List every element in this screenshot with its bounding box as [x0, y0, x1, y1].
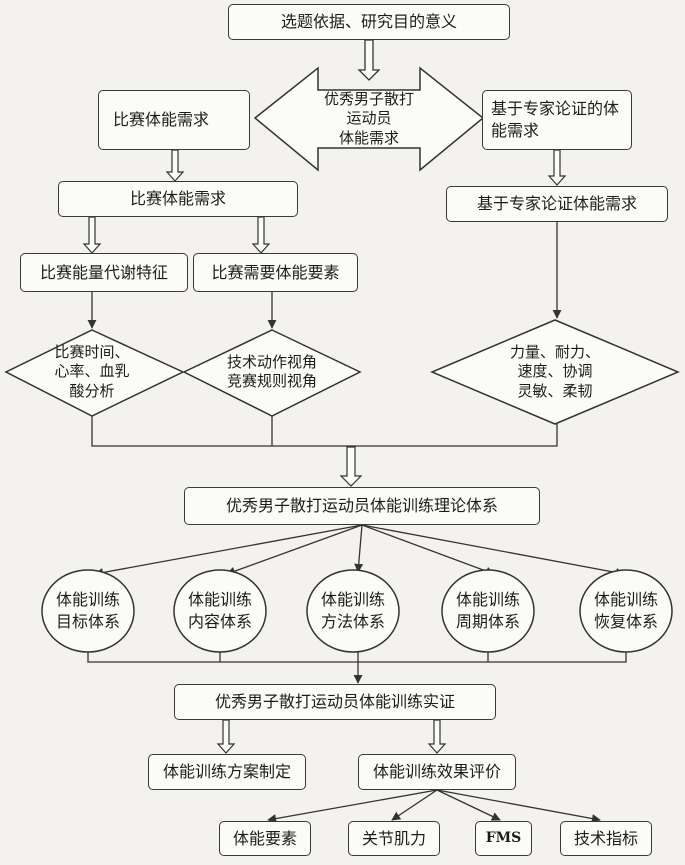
- diamond-middle-text: 技术动作视角 竞赛规则视角: [226, 352, 317, 391]
- indicator-text-4: 技术指标: [573, 828, 638, 848]
- hollow-arrow-left-metabolism: [82, 216, 102, 254]
- title-text: 选题依据、研究目的意义: [280, 12, 457, 32]
- hollow-arrow-left-elements: [251, 216, 271, 254]
- metabolism-box: 比赛能量代谢特征: [20, 253, 188, 292]
- diamond-right: [430, 319, 680, 425]
- diamond-left-text: 比赛时间、 心率、血乳 酸分析: [54, 342, 130, 400]
- hollow-arrow-right-1: [547, 149, 567, 186]
- indicator-box-2: 关节肌力: [348, 821, 440, 856]
- metabolism-text: 比赛能量代谢特征: [39, 262, 168, 282]
- left-second-box: 比赛体能需求: [58, 181, 298, 217]
- elements-text: 比赛需要体能要素: [211, 262, 340, 282]
- plan-text: 体能训练方案制定: [162, 762, 291, 782]
- left-second-text: 比赛体能需求: [129, 189, 226, 209]
- hollow-arrow-left-1: [165, 149, 185, 182]
- eval-arrow-1: [267, 789, 438, 824]
- hollow-arrow-title-to-needs: [357, 39, 381, 81]
- system-text-2: 体能训练 内容体系: [187, 590, 252, 631]
- merge-line: [91, 416, 558, 447]
- eval-arrow-2: [391, 789, 438, 821]
- indicator-box-1: 体能要素: [219, 821, 311, 856]
- eval-arrow-4: [436, 789, 601, 823]
- system-text-1: 体能训练 目标体系: [55, 590, 120, 631]
- diamond-middle-label: 技术动作视角 竞赛规则视角: [210, 342, 334, 402]
- right-needs-text: 基于专家论证的体能需求: [491, 99, 620, 140]
- theory-text: 优秀男子散打运动员体能训练理论体系: [225, 496, 498, 516]
- system-label-2: 体能训练 内容体系: [180, 586, 260, 636]
- diamond-right-text: 力量、耐力、 速度、协调 灵敏、柔韧: [509, 342, 600, 400]
- indicator-text-3: FMS: [485, 830, 522, 847]
- right-second-text: 基于专家论证体能需求: [476, 194, 637, 214]
- indicator-text-1: 体能要素: [232, 828, 297, 848]
- fan-arrow-2: [226, 524, 363, 576]
- indicator-box-4: 技术指标: [560, 821, 652, 856]
- system-label-4: 体能训练 周期体系: [448, 586, 528, 636]
- evaluation-text: 体能训练效果评价: [372, 762, 501, 782]
- evaluation-box: 体能训练效果评价: [358, 754, 516, 790]
- hollow-arrow-to-evaluation: [427, 719, 447, 754]
- right-second-box: 基于专家论证体能需求: [446, 186, 668, 222]
- circle-system-3: [306, 569, 400, 653]
- system-label-3: 体能训练 方法体系: [313, 586, 393, 636]
- circles-merge-line: [87, 652, 627, 663]
- empirical-text: 优秀男子散打运动员体能训练实证: [214, 692, 455, 712]
- elements-box: 比赛需要体能要素: [193, 253, 358, 292]
- fan-arrow-4: [361, 524, 495, 576]
- left-needs-box: 比赛体能需求: [98, 90, 250, 150]
- theory-box: 优秀男子散打运动员体能训练理论体系: [184, 487, 540, 525]
- diamond-right-label: 力量、耐力、 速度、协调 灵敏、柔韧: [490, 334, 620, 410]
- indicator-text-2: 关节肌力: [361, 828, 426, 848]
- center-needs-label: 优秀男子散打运动员 体能需求: [318, 90, 420, 148]
- system-text-5: 体能训练 恢复体系: [593, 590, 658, 631]
- indicator-box-3: FMS: [475, 821, 532, 856]
- fan-arrow-3: [354, 524, 364, 573]
- system-text-3: 体能训练 方法体系: [320, 590, 385, 631]
- fan-arrow-5: [361, 524, 625, 577]
- center-needs-text: 优秀男子散打运动员 体能需求: [323, 89, 414, 147]
- right-needs-box: 基于专家论证的体能需求: [482, 90, 632, 150]
- title-box: 选题依据、研究目的意义: [228, 4, 510, 40]
- plan-box: 体能训练方案制定: [148, 754, 306, 790]
- system-label-1: 体能训练 目标体系: [48, 586, 128, 636]
- diamond-left-label: 比赛时间、 心率、血乳 酸分析: [36, 336, 148, 408]
- fan-arrow-1: [94, 524, 363, 577]
- eval-arrow-3: [436, 789, 501, 821]
- hollow-arrow-to-plan: [216, 719, 236, 754]
- hollow-arrow-merge-to-theory: [339, 446, 363, 487]
- system-label-5: 体能训练 恢复体系: [586, 586, 666, 636]
- empirical-box: 优秀男子散打运动员体能训练实证: [174, 684, 496, 720]
- system-text-4: 体能训练 周期体系: [455, 590, 520, 631]
- left-needs-text: 比赛体能需求: [113, 110, 210, 130]
